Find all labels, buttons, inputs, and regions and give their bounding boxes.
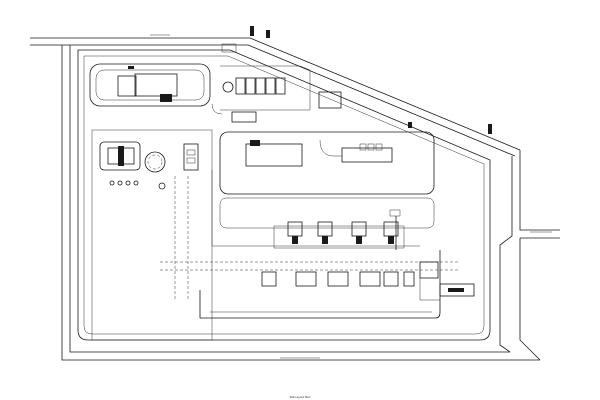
basin-divider (118, 146, 124, 166)
hall-entry (250, 140, 260, 146)
inner-ring-road (77, 49, 491, 341)
tank-row (211, 43, 342, 123)
inner-ring-outer (77, 49, 491, 341)
workshop-bay-1 (359, 143, 367, 151)
chem-room-1 (186, 149, 196, 156)
tank-icon (222, 81, 234, 93)
breaker-cell-4 (359, 271, 381, 287)
substation-house (419, 261, 439, 279)
well-3 (125, 180, 131, 186)
treatment-area (91, 129, 213, 341)
breaker-cell-2 (295, 271, 317, 287)
top-left-compound (89, 63, 211, 107)
west-road-edge-outer (61, 45, 540, 361)
control-panel (448, 288, 464, 292)
breaker-cell-5 (383, 271, 399, 287)
east-road-edge-outer (519, 150, 560, 231)
compound-boundary (89, 63, 211, 107)
tank-yard-fence (220, 65, 311, 111)
treatment-boundary (91, 129, 213, 341)
mid-band (211, 170, 435, 247)
utility-pole-icon (250, 26, 254, 36)
transformer-row (273, 209, 405, 250)
workshop-bay-2 (367, 143, 375, 151)
tank-cell-4 (265, 77, 276, 95)
transformer-3 (351, 221, 367, 237)
annotations (150, 34, 552, 359)
south-inner-road (210, 250, 441, 319)
access-curve (211, 103, 223, 115)
chem-building (183, 143, 199, 171)
east-road-curve (519, 238, 541, 361)
inner-ring-inner (83, 55, 485, 335)
clarifier-inner (147, 154, 163, 170)
annex-building (117, 75, 137, 97)
tank-cell-1 (235, 77, 246, 95)
well-4 (133, 180, 139, 186)
transformer-base-4 (388, 236, 394, 244)
clarifier-outer (144, 151, 166, 173)
gatehouse (221, 43, 237, 53)
equipment-block (160, 94, 172, 102)
tank-cell-2 (245, 77, 256, 95)
central-boundary (219, 131, 435, 195)
settling-basin-frame (99, 141, 141, 171)
valve-pit (158, 182, 166, 190)
gate-block (128, 66, 134, 69)
switchyard (160, 261, 475, 301)
pump-house (231, 111, 257, 123)
transformer-base-1 (292, 236, 298, 244)
utility-pole-2 (266, 30, 270, 38)
yard-link (419, 278, 440, 301)
well-1 (109, 180, 115, 186)
compound-inner-road (95, 69, 205, 101)
central-block (219, 131, 435, 195)
mid-band-boundary (219, 197, 435, 229)
treatment-road (199, 290, 210, 319)
workshop (341, 147, 393, 163)
control-building (318, 91, 342, 109)
utility-pole-3 (488, 124, 492, 134)
main-building (134, 73, 178, 97)
well-2 (117, 180, 123, 186)
utility-pole-4 (408, 122, 412, 128)
feeder-head (389, 209, 401, 217)
east-road-edge-inner (499, 156, 513, 353)
mid-band-road (211, 170, 420, 247)
utility-poles (250, 26, 492, 134)
transformer-2 (317, 221, 333, 237)
breaker-cell-1 (261, 271, 277, 287)
north-road-edge-outer (30, 37, 521, 151)
breaker-cell-6 (403, 271, 415, 287)
transformer-base-2 (322, 236, 328, 244)
tank-cell-3 (255, 77, 266, 95)
chem-room-2 (186, 157, 196, 164)
perimeter-road (30, 37, 560, 361)
drawing-title: Site Layout Plan (290, 395, 311, 399)
workshop-access (319, 139, 342, 157)
process-hall (245, 143, 303, 167)
transformer-yard (273, 225, 405, 249)
workshop-bay-3 (375, 143, 383, 151)
north-road-edge-inner (30, 44, 516, 157)
transformer-base-3 (356, 236, 362, 244)
breaker-cell-3 (327, 271, 349, 287)
tank-cell-5 (275, 77, 286, 95)
west-road-edge-inner (69, 45, 510, 353)
transformer-icon (287, 221, 303, 237)
